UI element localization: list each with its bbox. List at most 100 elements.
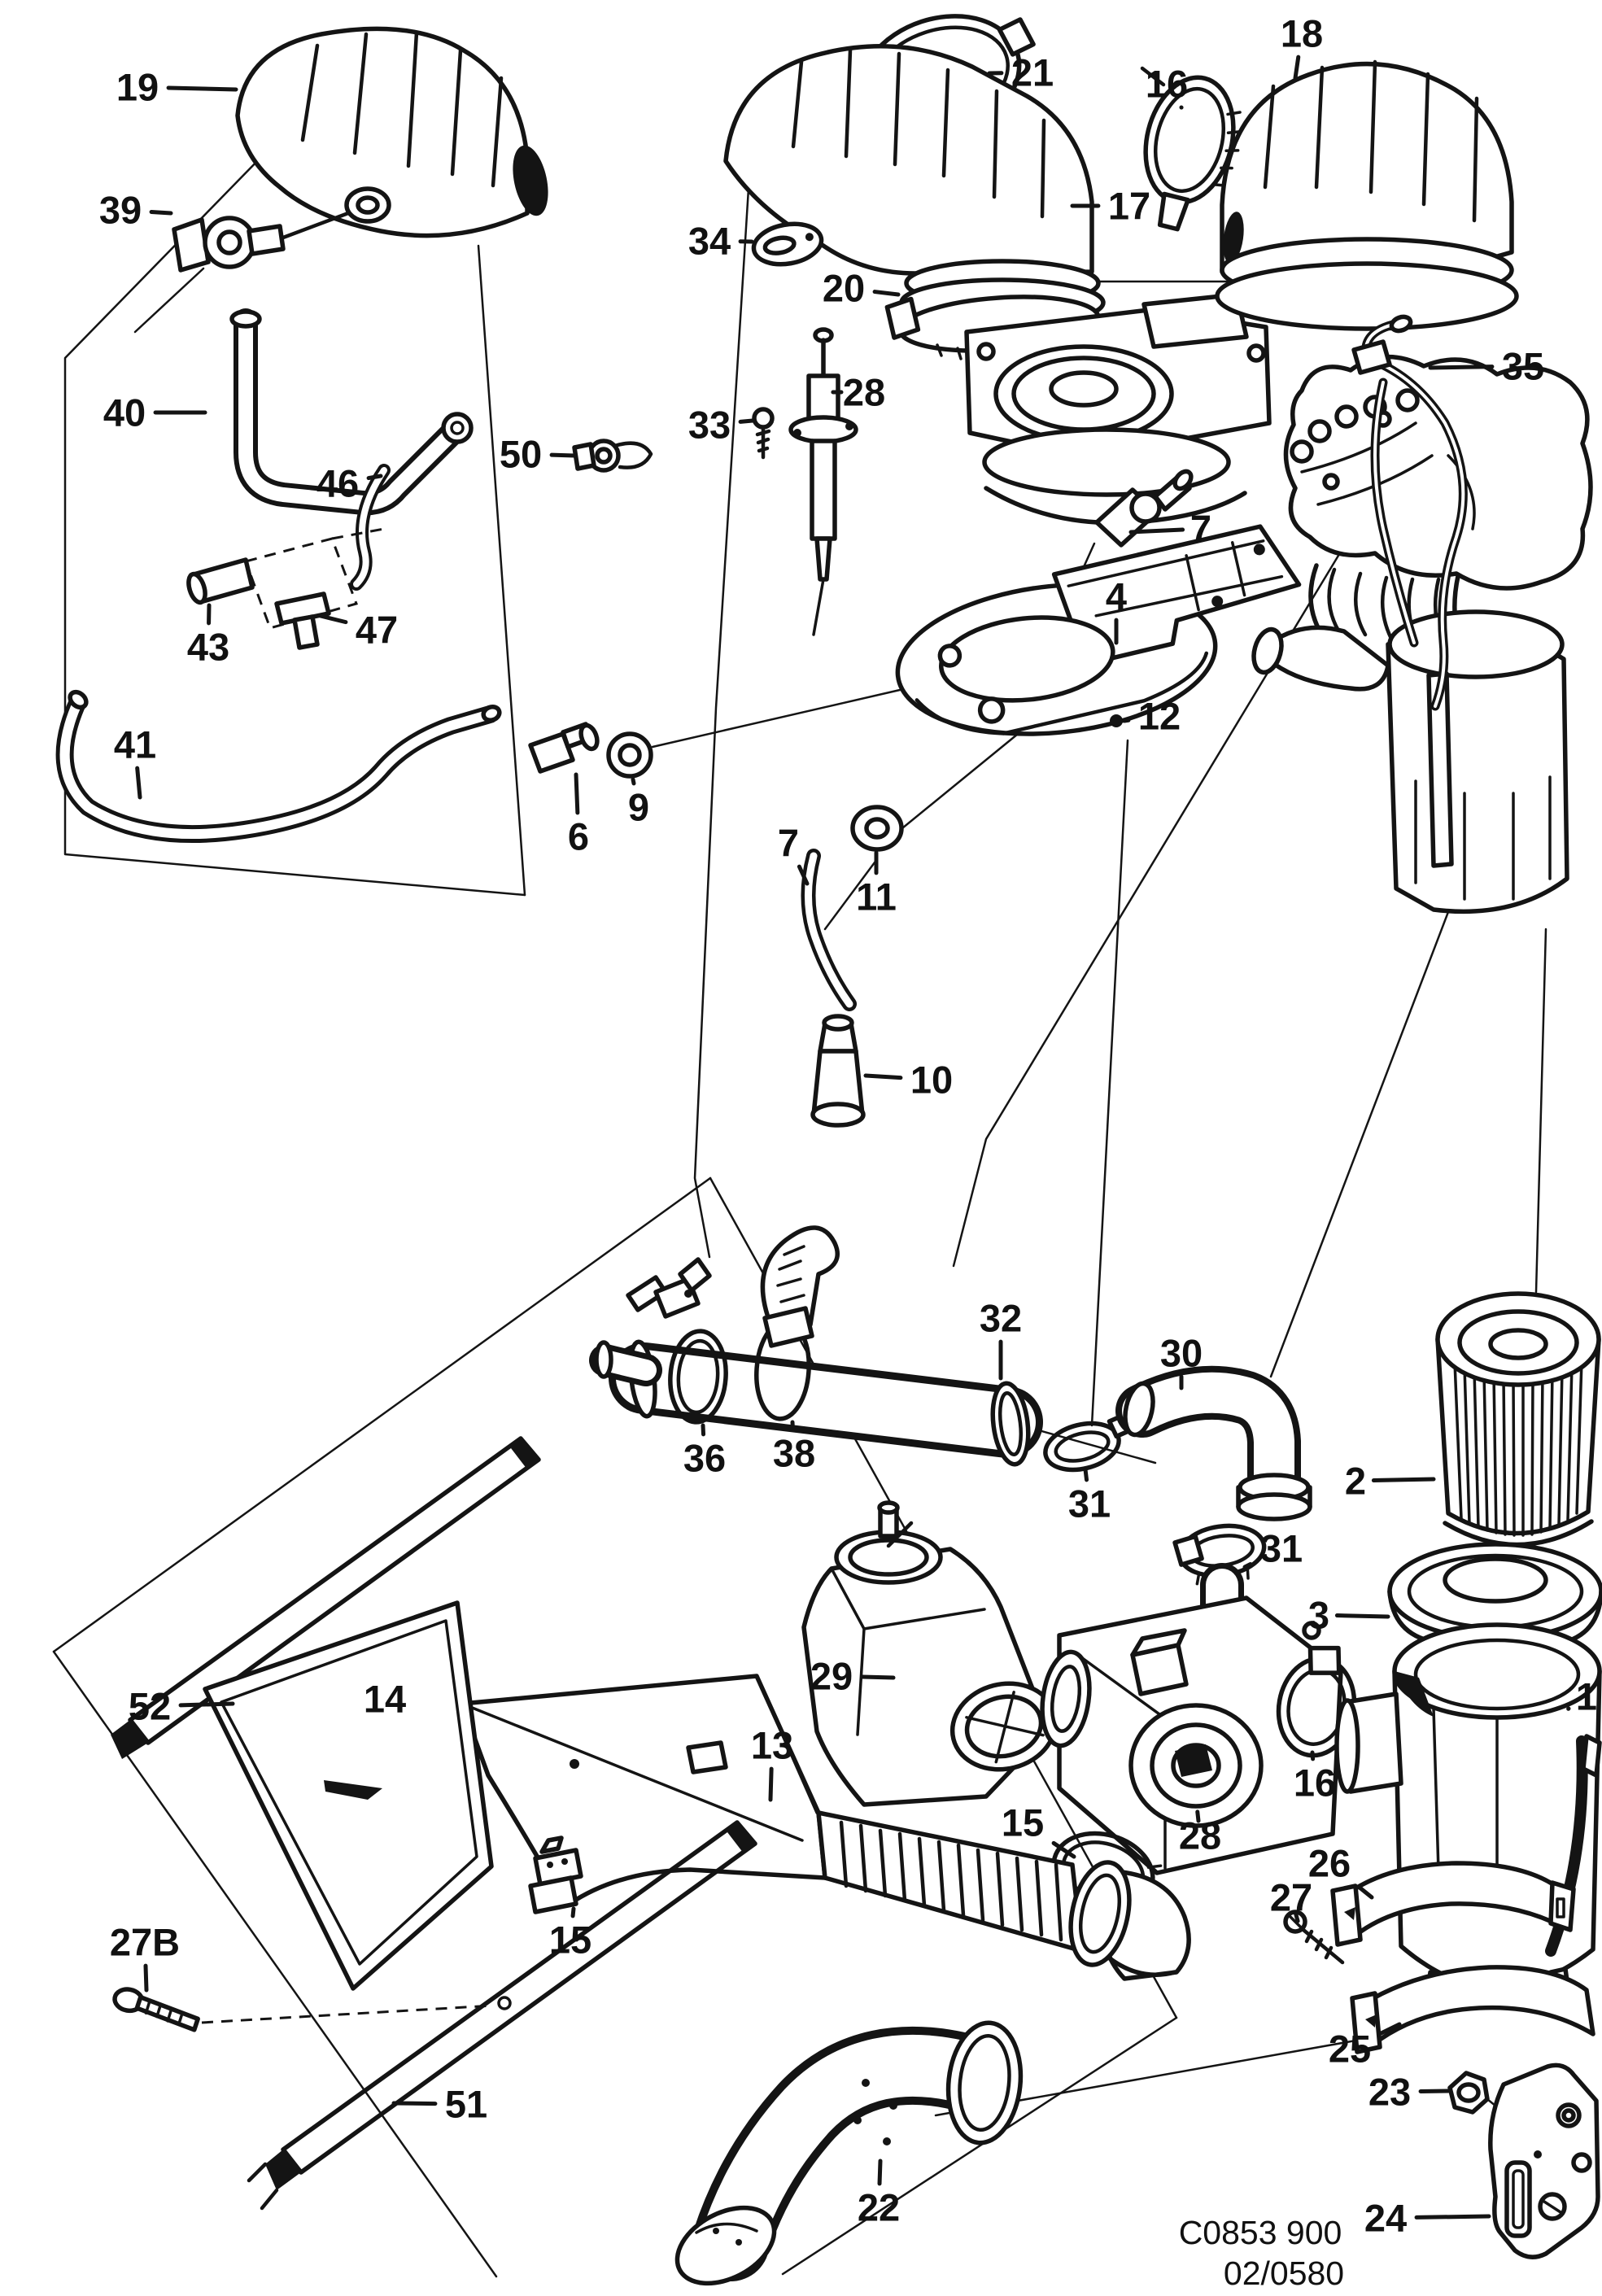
callout-label-39-1: 39 — [99, 189, 142, 232]
cover-plate-34 — [751, 221, 824, 267]
connector-15-left — [528, 1835, 583, 1914]
callout-leader-46-3 — [366, 474, 383, 481]
bracket-24 — [1488, 2062, 1600, 2259]
callout-leader-7-22 — [1128, 527, 1185, 535]
air-filter-2 — [1435, 1291, 1601, 1547]
callout-label-7-22: 7 — [1190, 508, 1211, 551]
callout-label-9-9: 9 — [628, 786, 649, 829]
temp-sensor-7-upper — [1094, 469, 1194, 548]
vent-hose-40 — [229, 308, 474, 516]
callout-label-6-8: 6 — [568, 815, 589, 858]
callout-label-11-11: 11 — [856, 875, 897, 919]
callout-label-38-28: 38 — [773, 1432, 815, 1475]
callout-leader-51-42 — [391, 2101, 438, 2106]
drawing-issue: 02/0580 — [1224, 2255, 1344, 2292]
callout-label-40-2: 40 — [103, 391, 146, 434]
callout-leader-27-35 — [1293, 1910, 1300, 1923]
screw-27b — [112, 1987, 512, 2032]
drawing-code: C0853 900 — [1179, 2214, 1342, 2251]
air-scoop-14 — [203, 1600, 494, 1991]
callout-label-30-26: 30 — [1160, 1332, 1203, 1375]
callout-leader-52-39 — [178, 1701, 235, 1708]
callout-label-27-35: 27 — [1270, 1876, 1312, 1919]
trim-rail-51 — [247, 1820, 757, 2211]
callout-label-17-18: 17 — [1108, 185, 1150, 228]
filter-piece-43 — [186, 527, 385, 630]
callout-label-12-24: 12 — [1138, 695, 1181, 738]
resonator-29 — [801, 1500, 1059, 1807]
callout-label-1-49: 1 — [1576, 1675, 1597, 1718]
callout-label-23-37: 23 — [1368, 2071, 1411, 2114]
callout-leader-7-10 — [797, 864, 810, 886]
callout-label-51-42: 51 — [445, 2083, 487, 2126]
callout-leader-15-43 — [570, 1906, 576, 1918]
callout-leader-19-0 — [166, 85, 238, 92]
vacuum-line-35 — [1351, 314, 1468, 711]
intake-elbow-19 — [235, 26, 548, 238]
callout-label-2-45: 2 — [1345, 1460, 1366, 1503]
washer-9 — [606, 731, 653, 779]
trim-rail-52 — [111, 1436, 541, 1759]
hose-clamp-16-top — [1140, 66, 1242, 232]
callout-label-25-36: 25 — [1329, 2028, 1371, 2071]
callout-leader-35-21 — [1428, 364, 1495, 370]
callout-leader-18-19 — [1293, 55, 1301, 81]
air-mass-meter-housing — [964, 292, 1272, 526]
mounting-strap-25 — [1350, 1965, 1595, 2054]
callout-leader-9-9 — [631, 777, 636, 786]
mounting-bracket-4 — [895, 524, 1302, 736]
callout-label-34-13: 34 — [688, 220, 731, 263]
callout-label-3-47: 3 — [1308, 1594, 1329, 1637]
cable-clip-50 — [572, 439, 653, 473]
callout-leader-2-45 — [1371, 1477, 1436, 1483]
air-tube-32 — [589, 1339, 1043, 1467]
callout-label-32-25: 32 — [980, 1297, 1022, 1340]
callout-label-31-29: 31 — [1068, 1482, 1111, 1526]
engine-assembly-35 — [1251, 354, 1593, 914]
callout-label-20-14: 20 — [823, 267, 865, 310]
callout-leader-3-47 — [1334, 1613, 1390, 1619]
callout-label-27B-41: 27B — [110, 1921, 180, 1964]
shutoff-valve-39 — [172, 211, 351, 273]
cable-tie-38 — [754, 1225, 840, 1421]
vacuum-hose-46 — [350, 464, 391, 591]
callout-leader-20-14 — [872, 290, 901, 297]
callout-leader-31-29 — [1083, 1467, 1089, 1482]
callout-label-18-19: 18 — [1281, 12, 1323, 55]
callout-label-31-46: 31 — [1260, 1527, 1303, 1570]
grommet-11 — [850, 805, 904, 852]
hose-41 — [55, 689, 502, 844]
hose-clamp-16-lower — [1276, 1645, 1403, 1794]
callout-leader-26-34 — [1356, 1884, 1374, 1900]
callout-leader-24-38 — [1414, 2214, 1491, 2220]
cap-10 — [810, 1014, 866, 1128]
drain-pipe-7-lower — [801, 849, 857, 1011]
screw-33 — [752, 407, 775, 460]
callout-label-15-43: 15 — [549, 1918, 591, 1962]
callout-leader-6-8 — [574, 772, 580, 815]
callout-label-36-27: 36 — [683, 1437, 726, 1480]
snorkel-22 — [674, 2020, 1024, 2286]
callout-label-19-0: 19 — [116, 66, 159, 109]
callout-leader-41-7 — [135, 766, 142, 800]
callout-label-24-38: 24 — [1364, 2197, 1407, 2240]
t-fitting-47 — [274, 591, 331, 650]
callout-label-28-16: 28 — [843, 371, 885, 414]
mounting-strap-26 — [1330, 1861, 1576, 1947]
callout-leader-47-6 — [318, 613, 348, 625]
callout-label-35-21: 35 — [1502, 345, 1544, 388]
callout-label-16-20: 16 — [1146, 63, 1188, 106]
air-cleaner-housing-1 — [1369, 1622, 1602, 2002]
callout-label-47-6: 47 — [356, 609, 398, 652]
callout-label-15-32: 15 — [1002, 1801, 1044, 1844]
callout-label-26-34: 26 — [1308, 1842, 1351, 1885]
callout-label-43-5: 43 — [187, 626, 229, 669]
throttle-housing-28-lower — [1040, 1595, 1343, 1875]
callout-leader-16-48 — [1310, 1750, 1316, 1761]
callout-leader-15-32 — [1051, 1840, 1076, 1859]
hose-clamp-31-lower — [1172, 1523, 1267, 1587]
callout-leader-50-4 — [549, 452, 577, 458]
callout-label-22-44: 22 — [858, 2186, 900, 2229]
